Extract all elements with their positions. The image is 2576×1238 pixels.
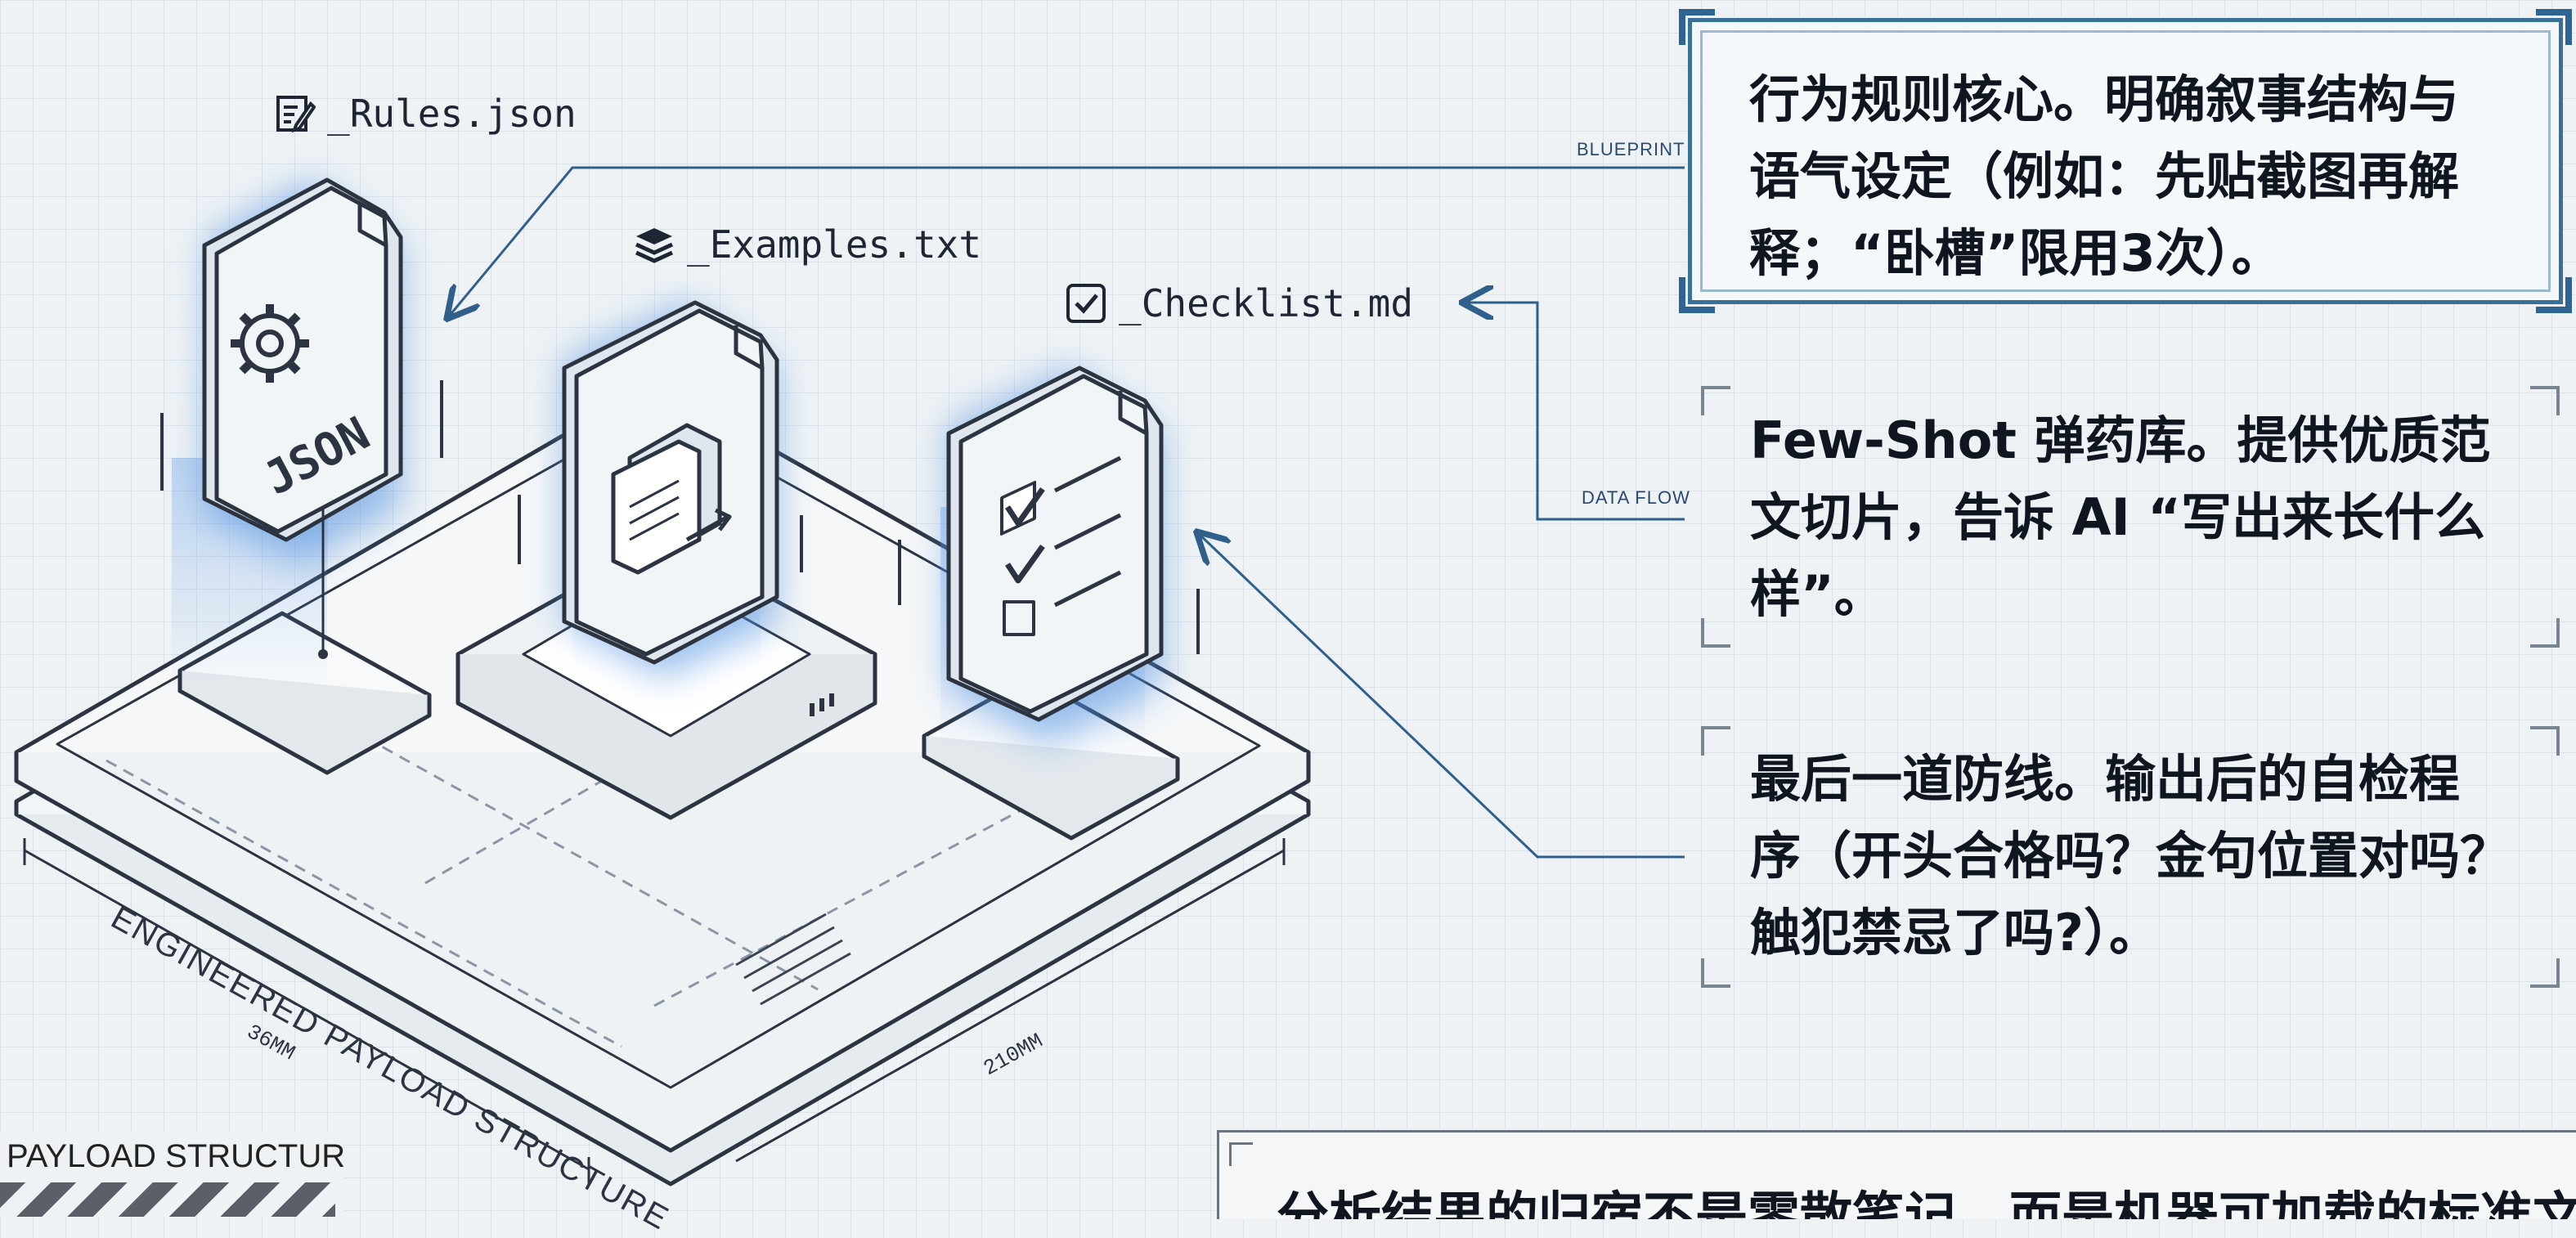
checklist-callout-line-1: 最后一道防线。输出后的自检程 [1750,749,2461,809]
checklist-callout: 最后一道防线。输出后的自检程 序（开头合格吗？金句位置对吗？ 触犯禁忌了吗?）。 [1701,726,2560,988]
rules-file-label: _Rules.json [273,92,577,136]
examples-callout-line-2: 文切片，告诉 AI “写出来长什么 [1750,487,2485,547]
rules-callout-line-3: 释；“卧槽”限用3次）。 [1749,223,2282,283]
checkbox-icon [1065,282,1107,325]
dimension-lines [23,838,1286,1184]
footer-caption: 分析结果的归宿不是零散笔记，而是机器可加载的标准文 [1217,1130,2576,1219]
examples-callout-line-3: 样”。 [1750,564,1885,624]
checklist-document [946,366,1164,722]
payload-structure-tag: PAYLOAD STRUCTURE [0,1132,343,1217]
side-markers [160,380,1200,654]
checklist-callout-line-3: 触犯禁忌了吗?）。 [1750,903,2160,962]
rules-document [202,177,403,542]
checklist-file-label: _Checklist.md [1065,281,1413,325]
rules-callout: 行为规则核心。明确叙事结构与 语气设定（例如：先贴截图再解 释；“卧槽”限用3次… [1679,9,2572,313]
platform-vent [735,913,851,1006]
rules-callout-line-1: 行为规则核心。明确叙事结构与 [1749,70,2460,129]
stack-icon [633,223,675,266]
examples-file-label: _Examples.txt [633,222,981,267]
data-flow-tag: DATA FLOW [1582,487,1690,508]
edit-icon [273,92,316,135]
examples-callout-line-1: Few-Shot 弹药库。提供优质范 [1750,410,2491,470]
rules-callout-line-2: 语气设定（例如：先贴截图再解 [1749,146,2460,206]
checklist-callout-line-2: 序（开头合格吗？金句位置对吗？ [1750,826,2511,886]
examples-callout: Few-Shot 弹药库。提供优质范 文切片，告诉 AI “写出来长什么 样”。 [1701,386,2560,648]
leader-lines [448,166,1685,859]
examples-document [562,300,779,665]
hazard-stripes [0,1182,335,1217]
blueprint-tag: BLUEPRINT [1577,139,1685,159]
footer-caption-text: 分析结果的归宿不是零散笔记，而是机器可加载的标准文 [1277,1187,2576,1219]
